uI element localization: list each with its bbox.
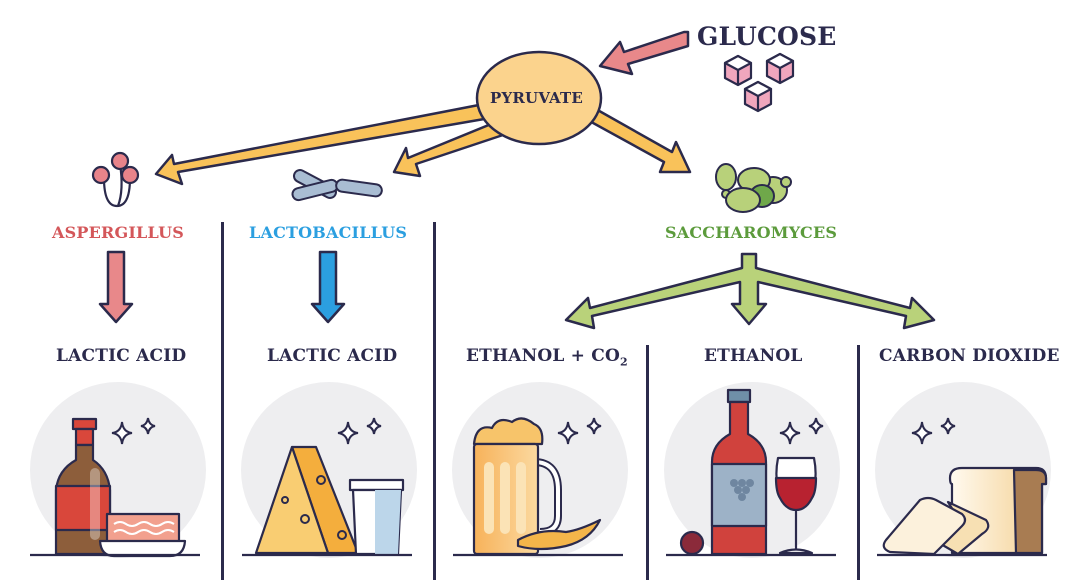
divider-4	[857, 345, 860, 580]
yeast-cells-icon	[715, 163, 792, 213]
product-label-3-text: ETHANOL + CO	[466, 346, 620, 366]
divider-2	[433, 222, 436, 580]
product-label-4: ETHANOL	[704, 346, 803, 366]
illustration-cheese-milk	[241, 382, 417, 558]
product-label-1: LACTIC ACID	[56, 346, 187, 366]
aspergillus-down-arrow	[98, 250, 134, 324]
divider-3	[646, 345, 649, 580]
pyruvate-node	[475, 50, 603, 146]
arrow-to-lactobacillus	[392, 120, 508, 178]
product-label-3: ETHANOL + CO2	[466, 346, 628, 368]
pyruvate-label: PYRUVATE	[490, 89, 584, 107]
glucose-label: GLUCOSE	[697, 22, 837, 51]
glucose-to-pyruvate-arrow	[598, 30, 690, 76]
aspergillus-mold-icon	[91, 151, 140, 208]
organism-aspergillus-label: ASPERGILLUS	[52, 223, 184, 242]
arrow-to-saccharomyces	[582, 106, 692, 174]
lactobacillus-bacteria-icon	[291, 169, 383, 202]
illustration-soy-sauce-bacon	[30, 382, 206, 558]
illustration-wine	[664, 382, 840, 558]
organism-saccharomyces-label: SACCHAROMYCES	[665, 223, 838, 242]
pyruvate-arrows	[154, 102, 692, 186]
organism-lactobacillus-label: LACTOBACILLUS	[249, 223, 408, 242]
illustration-bread	[875, 382, 1051, 558]
lactobacillus-down-arrow	[310, 250, 346, 324]
product-label-5: CARBON DIOXIDE	[879, 346, 1060, 366]
arrow-to-aspergillus	[154, 102, 492, 186]
divider-1	[221, 222, 224, 580]
sugar-cubes-icon	[723, 52, 795, 113]
illustration-beer-wheat	[452, 382, 628, 558]
saccharomyces-branch-arrows	[564, 252, 936, 330]
product-label-3-subscript: 2	[619, 355, 628, 369]
product-label-2: LACTIC ACID	[267, 346, 398, 366]
